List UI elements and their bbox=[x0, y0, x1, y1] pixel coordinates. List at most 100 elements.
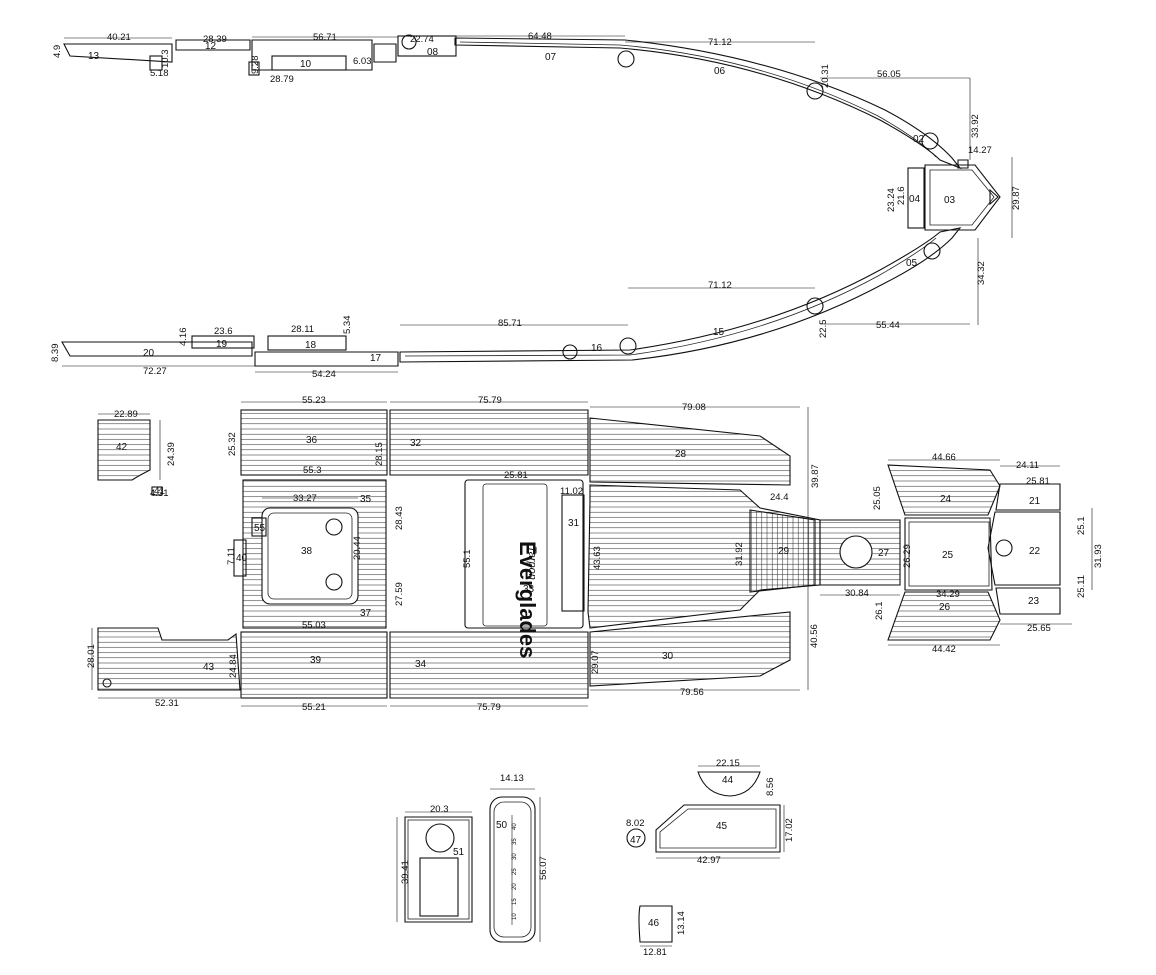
label-36: 36 bbox=[306, 435, 318, 446]
dim-75-79b: 75.79 bbox=[477, 702, 501, 713]
cup-holder-06b bbox=[806, 82, 824, 100]
pad-10-outline bbox=[271, 55, 347, 71]
dim-11-02: 11.02 bbox=[560, 486, 583, 497]
dim-44-42: 44.42 bbox=[932, 644, 956, 655]
dim-40-56: 40.56 bbox=[809, 624, 820, 648]
cup-holder-06 bbox=[617, 50, 635, 68]
dim-26-1: 26.1 bbox=[874, 602, 885, 621]
hatch-27 bbox=[839, 535, 873, 569]
dim-39-87: 39.87 bbox=[810, 464, 821, 488]
label-43: 43 bbox=[203, 662, 215, 673]
pad-50-outline bbox=[489, 796, 536, 943]
pad-32-outline bbox=[389, 409, 589, 476]
dim-28-43: 28.43 bbox=[394, 506, 405, 530]
pad-38-inner bbox=[267, 512, 353, 600]
dim-25-1: 25.1 bbox=[1076, 517, 1087, 536]
label-33: 33 bbox=[523, 584, 535, 595]
dim-25-81b: 25.81 bbox=[1026, 476, 1050, 487]
dim-44-66: 44.66 bbox=[932, 452, 956, 463]
dim-28-79: 28.79 bbox=[270, 74, 294, 85]
hatch-38-hole-b bbox=[325, 573, 343, 591]
deck-part-labels: 42 36 32 28 35 38 37 55 40 33 31 29 27 3… bbox=[116, 435, 1041, 673]
ruler-mark: 15 bbox=[512, 898, 518, 905]
pad-15-05-outline bbox=[399, 227, 962, 363]
dim-72-27: 72.27 bbox=[143, 366, 167, 377]
dim-9-28: 9.28 bbox=[250, 56, 261, 75]
hatch-38-hole-a bbox=[325, 518, 343, 536]
dim-21-6: 21.6 bbox=[896, 187, 907, 206]
dim-34-32: 34.32 bbox=[976, 261, 987, 285]
dim-55-03: 55.03 bbox=[302, 620, 326, 631]
label-02: 02 bbox=[913, 134, 925, 145]
pad-41-outline bbox=[151, 486, 163, 496]
dim-56-71: 56.71 bbox=[313, 32, 337, 43]
label-41: 41 bbox=[154, 486, 166, 497]
pad-46-outline bbox=[638, 905, 673, 943]
dim-4-31: 4.31 bbox=[150, 488, 169, 499]
dim-56-07: 56.07 bbox=[538, 856, 549, 880]
dim-24-4: 24.4 bbox=[770, 492, 789, 503]
cup-holder-16a bbox=[562, 344, 578, 360]
ruler-mark: 30 bbox=[512, 853, 518, 860]
pad-28-outline bbox=[589, 417, 791, 486]
pad-09-small bbox=[957, 159, 969, 169]
dim-24-39: 24.39 bbox=[166, 442, 177, 466]
pad-18-outline bbox=[267, 335, 347, 351]
dim-28-39: 28.39 bbox=[203, 34, 227, 45]
pad-08-outline bbox=[397, 35, 457, 57]
pad-11-outline bbox=[248, 61, 260, 76]
dim-25-11: 25.11 bbox=[1076, 575, 1087, 598]
drain-43 bbox=[102, 678, 112, 688]
label-55: 55 bbox=[254, 523, 266, 534]
dim-8-02: 8.02 bbox=[626, 818, 645, 829]
dim-27-59: 27.59 bbox=[394, 582, 405, 606]
dim-33-27: 33.27 bbox=[293, 493, 317, 504]
pad-20-outline bbox=[61, 341, 253, 357]
dim-85-71: 85.71 bbox=[498, 318, 522, 329]
pad-43-outline bbox=[97, 627, 241, 691]
pad-03-outline bbox=[924, 164, 1001, 231]
pad-22-outline bbox=[987, 511, 1061, 586]
label-31: 31 bbox=[568, 518, 580, 529]
pad-01-small bbox=[989, 188, 999, 206]
bow-dimensions: 40.21 28.39 56.71 22.74 64.48 71.12 28.7… bbox=[50, 31, 1022, 380]
label-21: 21 bbox=[1029, 496, 1041, 507]
label-27: 27 bbox=[878, 548, 890, 559]
pad-33-inner bbox=[482, 483, 548, 627]
pad-14-outline bbox=[149, 55, 163, 71]
dim-25-65: 25.65 bbox=[1027, 623, 1051, 634]
dim-71-12a: 71.12 bbox=[708, 37, 732, 48]
dim-4-9: 4.9 bbox=[52, 45, 63, 58]
dim-10-3: 10.3 bbox=[160, 50, 171, 69]
dim-28-11: 28.11 bbox=[291, 324, 314, 335]
dim-75-79a: 75.79 bbox=[478, 395, 502, 406]
pad-17-outline bbox=[254, 351, 399, 367]
dim-6-03: 6.03 bbox=[353, 56, 372, 67]
pad-47-outline bbox=[626, 828, 646, 848]
pad-07-06-02-inner bbox=[459, 41, 937, 158]
label-50: 50 bbox=[496, 820, 508, 831]
dim-54-24: 54.24 bbox=[312, 369, 336, 380]
pad-42-outline bbox=[97, 419, 151, 481]
dim-55-21: 55.21 bbox=[302, 702, 326, 713]
dim-4-16: 4.16 bbox=[178, 328, 189, 347]
dim-22-5: 22.5 bbox=[818, 320, 829, 339]
pad-15-05-inner bbox=[404, 237, 937, 357]
pad-51-inner bbox=[407, 819, 470, 920]
label-07: 07 bbox=[545, 52, 557, 63]
label-51: 51 bbox=[453, 847, 465, 858]
label-34: 34 bbox=[415, 659, 427, 670]
label-35: 35 bbox=[360, 494, 372, 505]
pad-19-outline bbox=[191, 335, 255, 349]
pad-21-outline bbox=[995, 483, 1061, 511]
cup-holder-08 bbox=[401, 34, 417, 50]
cup-holder-16b bbox=[619, 337, 637, 355]
label-04: 04 bbox=[909, 194, 921, 205]
deck-dimensions: 22.89 24.39 4.31 55.23 75.79 79.08 25.32… bbox=[86, 395, 1104, 713]
label-39: 39 bbox=[310, 655, 322, 666]
dim-79-08: 79.08 bbox=[682, 402, 706, 413]
pad-45-inner bbox=[659, 808, 777, 849]
logo-script: Tarpon bbox=[526, 546, 538, 580]
pad-03-inner bbox=[929, 169, 995, 226]
